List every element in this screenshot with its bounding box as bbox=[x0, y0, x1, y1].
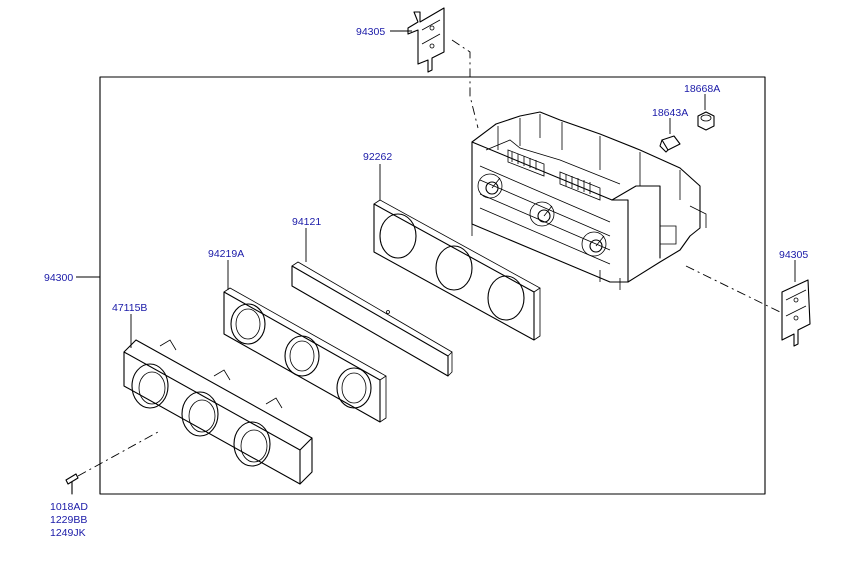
label-screw-2: 1229BB bbox=[50, 514, 87, 526]
bracket-top bbox=[407, 7, 445, 73]
bezel bbox=[123, 339, 313, 485]
socket bbox=[697, 111, 715, 131]
knob-middle bbox=[529, 201, 555, 227]
label-screw-1: 1018AD bbox=[50, 501, 88, 513]
label-plate-a: 94219A bbox=[208, 248, 244, 260]
knob-right bbox=[581, 231, 607, 257]
plate-b bbox=[291, 261, 453, 377]
label-assembly: 94300 bbox=[44, 272, 73, 284]
dash-bracket-right bbox=[685, 265, 781, 313]
knob-left bbox=[477, 173, 503, 199]
screw bbox=[65, 473, 79, 495]
label-socket: 18668A bbox=[684, 83, 720, 95]
dash-screw bbox=[77, 431, 159, 477]
label-plate-b: 94121 bbox=[292, 216, 321, 228]
dash-bracket-top bbox=[451, 39, 479, 129]
bracket-right bbox=[781, 279, 811, 347]
label-panel: 92262 bbox=[363, 151, 392, 163]
label-bezel: 47115B bbox=[112, 302, 147, 314]
label-bracket-top: 94305 bbox=[356, 26, 385, 38]
label-screw-3: 1249JK bbox=[50, 527, 86, 539]
assembly-frame bbox=[99, 76, 766, 495]
bulb bbox=[659, 135, 681, 153]
label-bulb: 18643A bbox=[652, 107, 688, 119]
control-unit bbox=[471, 111, 707, 290]
plate-a bbox=[223, 287, 387, 423]
panel bbox=[373, 199, 541, 341]
label-bracket-right: 94305 bbox=[779, 249, 808, 261]
